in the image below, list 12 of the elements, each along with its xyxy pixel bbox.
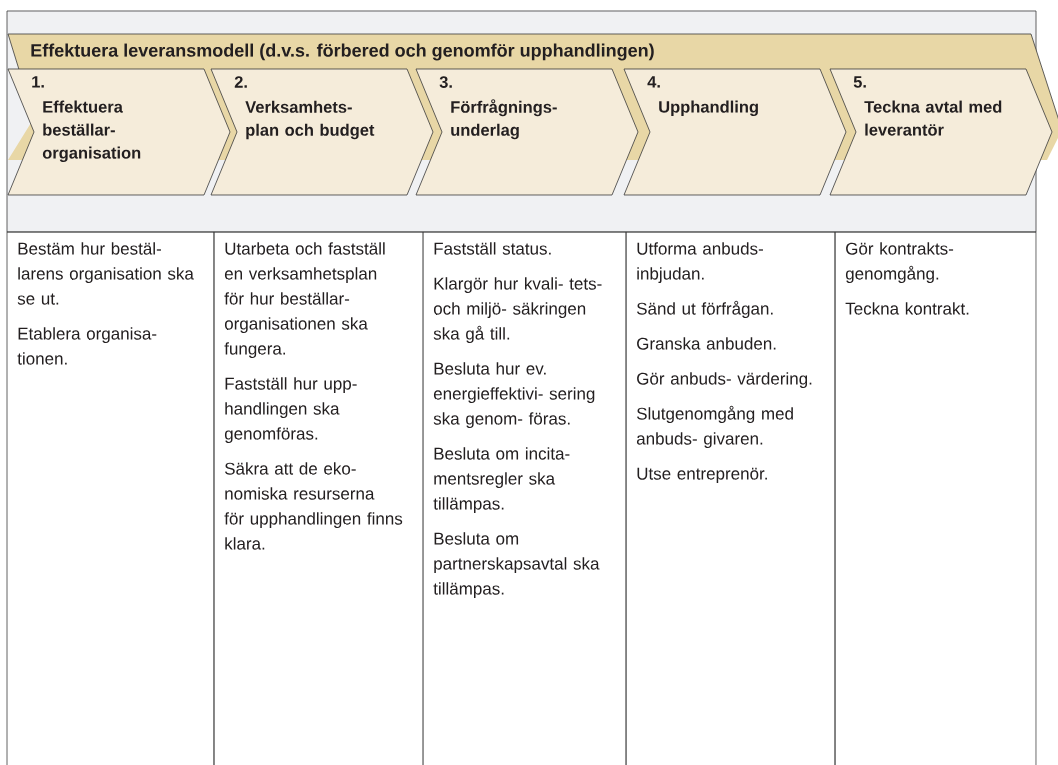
table-cell: Fastställ status. Klargör hur kvali- tets- och miljö- säkringen ska gå till. Besluta hur ev. energieffektivi- sering ska genom- föras. Besluta om incita- mentsregler ska tillämpas. Besluta om partnerskapsavtal ska tillämpas. [422, 231, 627, 765]
step-box: 1. Effektuera beställar- organisation [7, 68, 231, 196]
step-box: 2. Verksamhets- plan och budget [210, 68, 434, 196]
table-cell: Utforma anbuds- inbjudan. Sänd ut förfrågan. Granska anbuden. Gör anbuds- värdering. Slutgenomgång med anbuds- givaren. Utse entreprenör. [625, 231, 836, 765]
node-label: Teckna avtal med leverantör [864, 100, 1002, 136]
step-box: 4. Upphandling [623, 68, 847, 196]
step-box: 3. Förfrågnings- underlag [415, 68, 639, 196]
table-cell: Utarbeta och fastställ en verksamhetsplan för hur beställar- organisationen ska fungera. Fastställ hur upp- handlingen ska genomföras. Säkra att de eko- nomiska resurserna för upphandlingen finns klara. [213, 231, 424, 765]
step-box: 5. Teckna avtal med leverantör [829, 68, 1053, 196]
table-cell: Gör kontrakts- genomgång. Teckna kontrakt. [834, 231, 1037, 765]
node-label: 5. [853, 76, 866, 88]
table-cell: Bestäm hur bestäl- larens organisation ska se ut. Etablera organisa- tionen. [6, 231, 215, 765]
